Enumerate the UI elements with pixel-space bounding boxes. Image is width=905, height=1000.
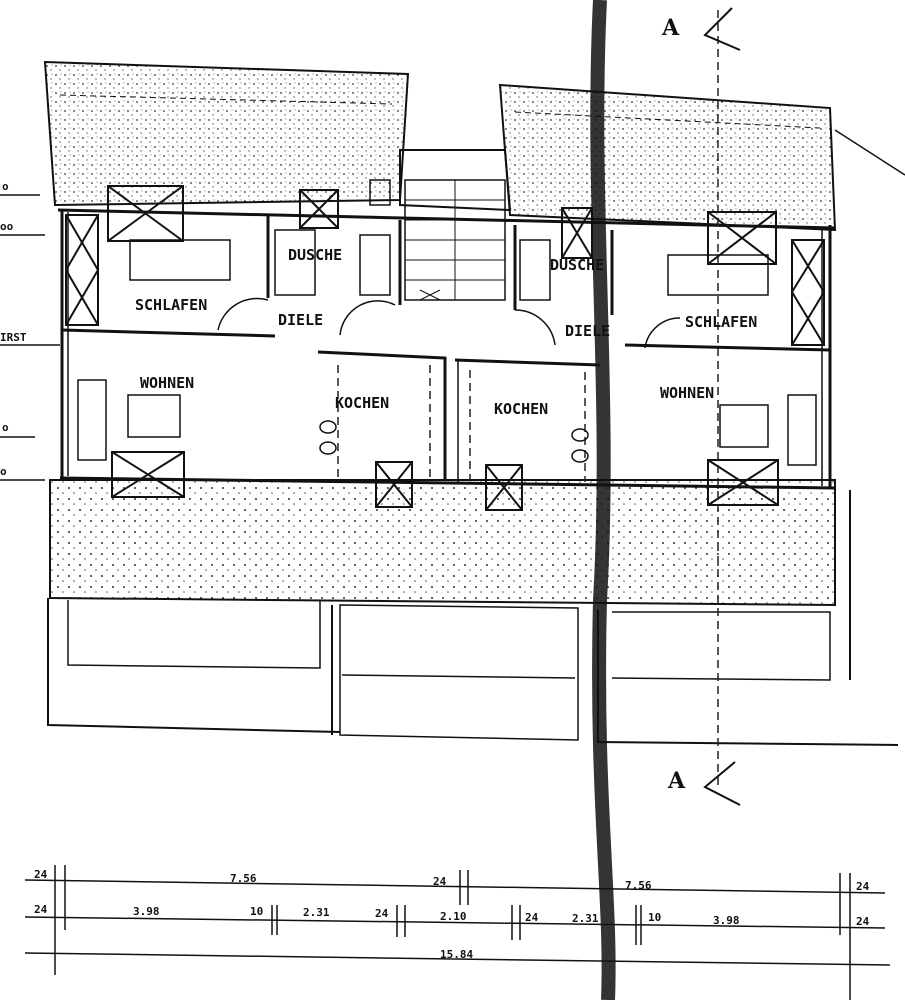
room-kochen-left: KOCHEN — [335, 394, 389, 412]
walls — [57, 208, 836, 490]
room-schlafen-left: SCHLAFEN — [135, 296, 207, 314]
dim-row2: 24 — [34, 903, 48, 916]
room-dusche-left: DUSCHE — [288, 246, 342, 264]
level-mark: o — [2, 421, 9, 434]
neighbor-roof-line — [834, 129, 905, 176]
dim-row2: 2.31 — [572, 912, 599, 925]
dim-row2: 2.10 — [440, 910, 467, 923]
dim-row2: 24 — [375, 907, 389, 920]
dimension-labels: 24 7.56 24 7.56 24 24 3.98 10 2.31 24 2.… — [34, 868, 870, 961]
roof-top-right — [498, 83, 837, 232]
skylights — [65, 185, 825, 511]
dim-row1: 24 — [433, 875, 447, 888]
room-wohnen-left: WOHNEN — [140, 374, 194, 392]
dim-total: 15.84 — [440, 948, 473, 961]
dim-row2: 3.98 — [133, 905, 160, 918]
dim-row1: 7.56 — [230, 872, 257, 885]
section-arrow-bottom — [703, 761, 741, 806]
room-dusche-right: DUSCHE — [550, 256, 604, 274]
dim-row1: 7.56 — [625, 879, 652, 892]
stair-roof — [399, 149, 512, 212]
room-wohnen-right: WOHNEN — [660, 384, 714, 402]
dim-row2: 24 — [856, 915, 870, 928]
staircase — [404, 179, 506, 301]
dim-row2: 10 — [250, 905, 263, 918]
section-marker-top: A — [661, 15, 680, 41]
section-arrow-top — [703, 7, 741, 51]
dim-row2: 24 — [525, 911, 539, 924]
level-mark: o — [0, 465, 7, 478]
section-marker-bottom: A — [667, 768, 686, 794]
level-mark-first: IRST — [0, 331, 27, 344]
room-kochen-right: KOCHEN — [494, 400, 548, 418]
level-mark: oo — [0, 220, 14, 233]
roof-bottom — [49, 479, 836, 607]
room-diele-left: DIELE — [278, 311, 323, 329]
left-margin-levels: o oo IRST o o — [0, 180, 60, 481]
dim-row1: 24 — [34, 868, 48, 881]
level-mark: o — [2, 180, 9, 193]
scan-fold-shadow — [590, 0, 616, 1000]
furniture — [77, 179, 817, 466]
dim-row2: 10 — [648, 911, 661, 924]
room-diele-right: DIELE — [565, 322, 610, 340]
dim-row2: 3.98 — [713, 914, 740, 927]
dimension-lines — [24, 865, 891, 1000]
dim-row2: 2.31 — [303, 906, 330, 919]
roof-top-left — [43, 60, 410, 207]
room-schlafen-right: SCHLAFEN — [685, 313, 757, 331]
room-labels: DUSCHE DUSCHE SCHLAFEN SCHLAFEN DIELE DI… — [135, 246, 757, 418]
dim-row1: 24 — [856, 880, 870, 893]
